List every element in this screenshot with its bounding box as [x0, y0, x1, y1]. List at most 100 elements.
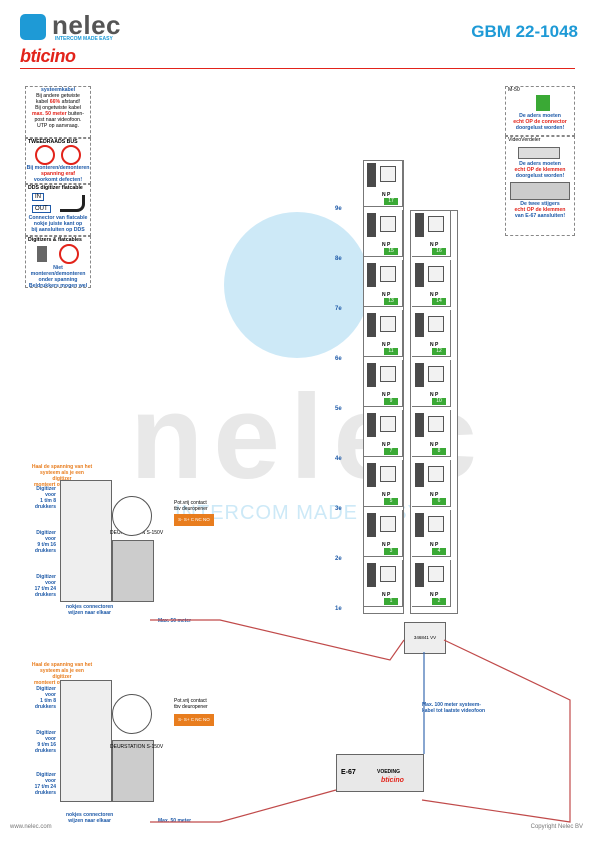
connector-block [367, 513, 376, 537]
dig-line: drukkers [34, 548, 56, 554]
p-terminal-label: P [387, 342, 391, 348]
apartment-number: 15 [384, 248, 398, 255]
videophone-screen [428, 516, 444, 532]
legend-flat-line: nokje juiste kant op [33, 221, 83, 227]
videophone-screen [380, 416, 396, 432]
dig-line: Digitizer [36, 772, 56, 778]
p-terminal-label: P [435, 592, 439, 598]
dig-line: drukkers [34, 790, 56, 796]
dig-line: voor [45, 736, 56, 742]
legend-bus-title: TWEEDRAADS BUS [28, 139, 78, 145]
p-terminal-label: P [387, 592, 391, 598]
videophone-screen [428, 216, 444, 232]
watermark-logo [224, 212, 370, 358]
p-terminal-label: P [435, 292, 439, 298]
videophone-screen [380, 366, 396, 382]
apartment-number: 9 [384, 398, 398, 405]
dig-line: Digitizer [36, 574, 56, 580]
n-terminal-label: N [430, 492, 434, 498]
apartment-number: 17 [384, 198, 398, 205]
floor-label: 1e [335, 606, 342, 612]
digitizer-stack [60, 680, 112, 802]
station-note-line: systeem als je een digitizer [40, 668, 84, 680]
legend-bus-line: spanning eraf [40, 171, 75, 177]
n-terminal-label: N [382, 442, 386, 448]
np-terminals: N P [430, 342, 438, 348]
legend-cable-percent: 66% [49, 99, 61, 105]
p-terminal-label: P [435, 392, 439, 398]
np-terminals: N P [430, 442, 438, 448]
legend-cable-line: post naar videofoon. [34, 117, 82, 123]
legend-m50: M-50 De aders moeten echt OP de connecto… [505, 86, 575, 136]
legend-vv-line: van E-67 aansluiten! [514, 213, 566, 219]
digitizer-stack [60, 480, 112, 602]
digitizer-icon [37, 246, 47, 262]
brand-tagline: INTERCOM MADE EASY [55, 36, 113, 42]
np-terminals: N P [382, 392, 390, 398]
dig-line: 9 t/m 16 [37, 742, 56, 748]
legend-m50-line: De aders moeten [519, 113, 561, 119]
np-terminals: N P [382, 542, 390, 548]
floor-label: 7e [335, 306, 342, 312]
dig-line: voor [45, 778, 56, 784]
legend-m50-line: doorgelust worden! [515, 125, 565, 131]
nok-line: wijzen naar elkaar [68, 818, 112, 824]
apartment-number: 7 [384, 448, 398, 455]
videophone-screen [428, 316, 444, 332]
m50-connector-icon [536, 95, 550, 111]
p-terminal-label: P [387, 392, 391, 398]
legend-flat-line: bij aansluiten op DDS [31, 227, 85, 233]
n-terminal-label: N [382, 342, 386, 348]
np-terminals: N P [382, 592, 390, 598]
relay-terminal: S- S+ C NC NO [174, 714, 214, 726]
footer-url: www.nelec.com [10, 824, 52, 830]
videophone-screen [380, 466, 396, 482]
np-terminals: N P [382, 192, 390, 198]
wire [150, 619, 405, 661]
connector-block [367, 413, 376, 437]
apartment-number: 12 [432, 348, 446, 355]
flat-out-label: OUT [32, 205, 51, 213]
connector-block [367, 363, 376, 387]
legend-flat-title: DDS digitizer flatcable [28, 185, 83, 191]
max100-line: Max. 100 meter systeem- [422, 702, 481, 708]
connector-block [415, 213, 424, 237]
station-note-line: systeem als je een digitizer [40, 470, 84, 482]
dig-line: Digitizer [36, 730, 56, 736]
p-terminal-label: P [387, 542, 391, 548]
legend-cable-max: max. 50 meter [32, 111, 67, 117]
dig-line: drukkers [34, 592, 56, 598]
legend-m50-line: echt OP de connector [513, 119, 567, 125]
apartment-number: 2 [432, 598, 446, 605]
legend-bus-line: voorkomt defecten! [33, 177, 83, 183]
p-terminal-label: P [435, 342, 439, 348]
potvrij-line: tbv deuropener [174, 704, 208, 710]
potvrij-line: Pot.vrij contact [174, 500, 207, 506]
connector-block [367, 463, 376, 487]
wire [150, 789, 337, 823]
np-terminals: N P [382, 242, 390, 248]
n-terminal-label: N [430, 442, 434, 448]
nok-line: nokjes connectoren [66, 604, 114, 610]
np-terminals: N P [430, 592, 438, 598]
n-terminal-label: N [430, 592, 434, 598]
p-terminal-label: P [387, 192, 391, 198]
n-terminal-label: N [430, 542, 434, 548]
apartment-number: 3 [384, 548, 398, 555]
np-terminals: N P [382, 342, 390, 348]
legend-cable-line: kabel [35, 99, 49, 105]
np-terminals: N P [430, 292, 438, 298]
bticino-logo: bticino [20, 46, 76, 66]
connector-block [415, 563, 424, 587]
legend-cable-line: afstand! [61, 99, 81, 105]
